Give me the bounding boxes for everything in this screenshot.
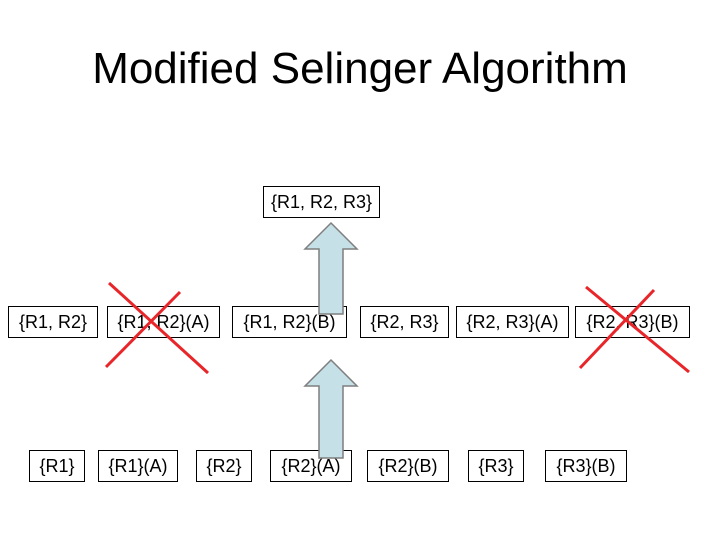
up-arrow-top (303, 221, 359, 315)
node-r1-r2-r3: {R1, R2, R3} (263, 186, 380, 218)
node-r1-r2-a: {R1, R2}(A) (107, 306, 220, 338)
node-r2: {R2} (196, 450, 252, 482)
node-r2-r3: {R2, R3} (360, 306, 449, 338)
node-r3-b: {R3}(B) (545, 450, 627, 482)
slide-title: Modified Selinger Algorithm (92, 44, 628, 93)
node-r1: {R1} (29, 450, 85, 482)
node-r3: {R3} (468, 450, 524, 482)
node-r1-r2-b: {R1, R2}(B) (232, 306, 347, 338)
node-r2-r3-b: {R2, R3}(B) (575, 306, 690, 338)
up-arrow-bottom (303, 358, 359, 459)
node-r2-a: {R2}(A) (270, 450, 352, 482)
node-r2-r3-a: {R2, R3}(A) (456, 306, 569, 338)
node-r1-r2: {R1, R2} (8, 306, 98, 338)
node-r1-a: {R1}(A) (98, 450, 178, 482)
node-r2-b: {R2}(B) (367, 450, 449, 482)
